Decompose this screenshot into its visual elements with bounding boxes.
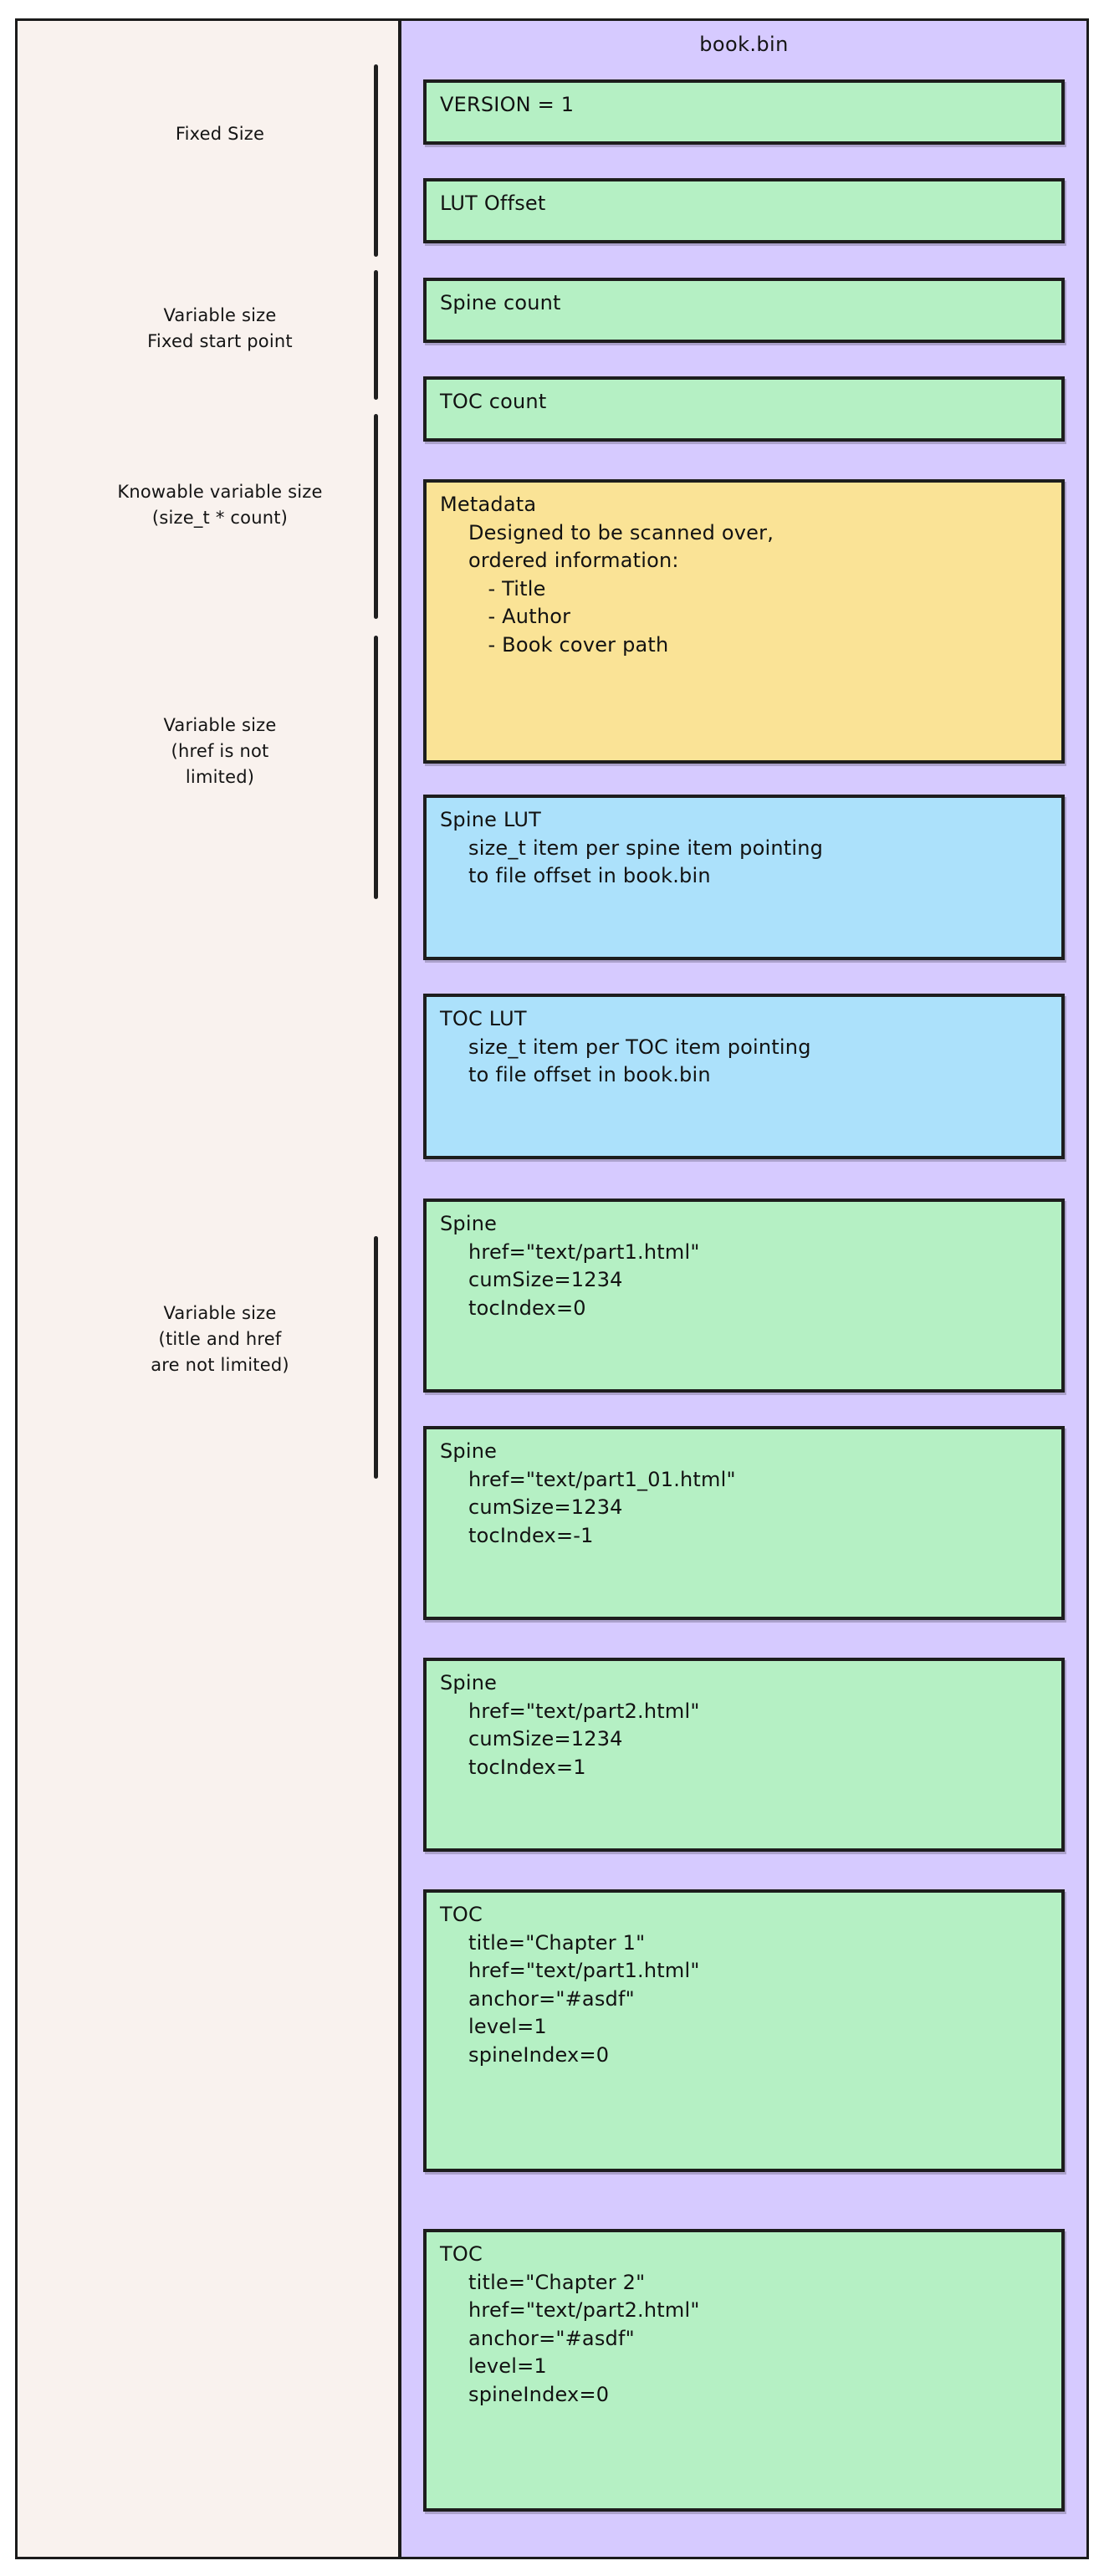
block-spine-count: Spine count: [423, 278, 1065, 343]
block-line: tocIndex=-1: [468, 1523, 594, 1547]
block-line: cumSize=1234: [468, 1727, 623, 1751]
block-line: anchor="#asdf": [468, 2326, 635, 2350]
book-bin-column: book.bin VERSION = 1 LUT Offset Spine co…: [400, 18, 1089, 2559]
group-bracket-variable-href: [374, 636, 378, 899]
block-spine-1: Spine href="text/part1.html" cumSize=1234 t…: [423, 1199, 1065, 1393]
block-line: href="text/part2.html": [468, 2298, 700, 2323]
block-line: Metadata: [440, 493, 537, 516]
block-spine-2: Spine href="text/part1_01.html" cumSize=12…: [423, 1426, 1065, 1620]
block-line: href="text/part1.html": [468, 1959, 700, 1983]
block-line: tocIndex=0: [468, 1296, 586, 1320]
block-line: level=1: [468, 2354, 547, 2379]
note-fixed-size: Fixed Size: [175, 124, 265, 144]
block-line: TOC: [440, 2242, 483, 2266]
note-variable-href: Variable size (href is not limited): [163, 715, 277, 788]
annotation-column: Fixed Size Variable size Fixed start poi…: [15, 18, 400, 2559]
block-line: Spine LUT: [440, 808, 541, 831]
block-line: - Author: [468, 605, 571, 629]
block-line: VERSION = 1: [440, 93, 575, 116]
note-variable-title-href: Variable size (title and href are not li…: [151, 1303, 289, 1376]
block-toc-count: TOC count: [423, 376, 1065, 442]
block-line: spineIndex=0: [468, 2042, 610, 2067]
block-line: to file offset in book.bin: [468, 1063, 711, 1087]
block-spine-lut: Spine LUT size_t item per spine item poin…: [423, 795, 1065, 960]
block-line: LUT Offset: [440, 192, 546, 215]
block-toc-1: TOC title="Chapter 1" href="text/part1.htm…: [423, 1889, 1065, 2172]
file-title: book.bin: [699, 33, 789, 56]
file-format-diagram: Fixed Size Variable size Fixed start poi…: [15, 18, 1089, 2559]
note-variable-fixed-start: Variable size Fixed start point: [147, 305, 293, 352]
block-line: size_t item per TOC item pointing: [468, 1035, 811, 1059]
block-line: title="Chapter 1": [468, 1930, 646, 1955]
block-line: level=1: [468, 2015, 547, 2039]
block-line: href="text/part1.html": [468, 1239, 700, 1264]
group-bracket-knowable-variable: [374, 414, 378, 619]
block-line: Spine: [440, 1671, 498, 1694]
block-line: Spine: [440, 1439, 498, 1463]
block-line: TOC count: [440, 390, 547, 413]
block-line: - Title: [468, 576, 546, 601]
block-line: - Book cover path: [468, 632, 669, 657]
group-bracket-variable-fixed-start: [374, 270, 378, 400]
block-line: Designed to be scanned over,: [468, 520, 774, 544]
block-line: TOC LUT: [440, 1007, 527, 1030]
block-line: cumSize=1234: [468, 1268, 623, 1292]
block-line: to file offset in book.bin: [468, 864, 711, 888]
block-line: cumSize=1234: [468, 1495, 623, 1520]
block-toc-2: TOC title="Chapter 2" href="text/part2.htm…: [423, 2229, 1065, 2512]
block-line: tocIndex=1: [468, 1755, 586, 1779]
block-toc-lut: TOC LUT size_t item per TOC item pointing…: [423, 994, 1065, 1159]
block-lut-offset: LUT Offset: [423, 178, 1065, 243]
block-line: href="text/part2.html": [468, 1699, 700, 1723]
block-line: Spine count: [440, 291, 561, 314]
block-version: VERSION = 1: [423, 79, 1065, 145]
block-line: Spine: [440, 1212, 498, 1235]
block-spine-3: Spine href="text/part2.html" cumSize=1234 t…: [423, 1658, 1065, 1852]
group-bracket-fixed-size: [374, 64, 378, 257]
block-line: spineIndex=0: [468, 2382, 610, 2406]
block-line: ordered information:: [468, 549, 679, 573]
block-line: TOC: [440, 1903, 483, 1926]
block-line: anchor="#asdf": [468, 1986, 635, 2011]
block-line: href="text/part1_01.html": [468, 1467, 736, 1491]
block-line: size_t item per spine item pointing: [468, 836, 824, 860]
block-line: title="Chapter 2": [468, 2270, 646, 2294]
group-bracket-variable-title-href: [374, 1236, 378, 1479]
note-knowable-variable: Knowable variable size (size_t * count): [117, 482, 323, 529]
